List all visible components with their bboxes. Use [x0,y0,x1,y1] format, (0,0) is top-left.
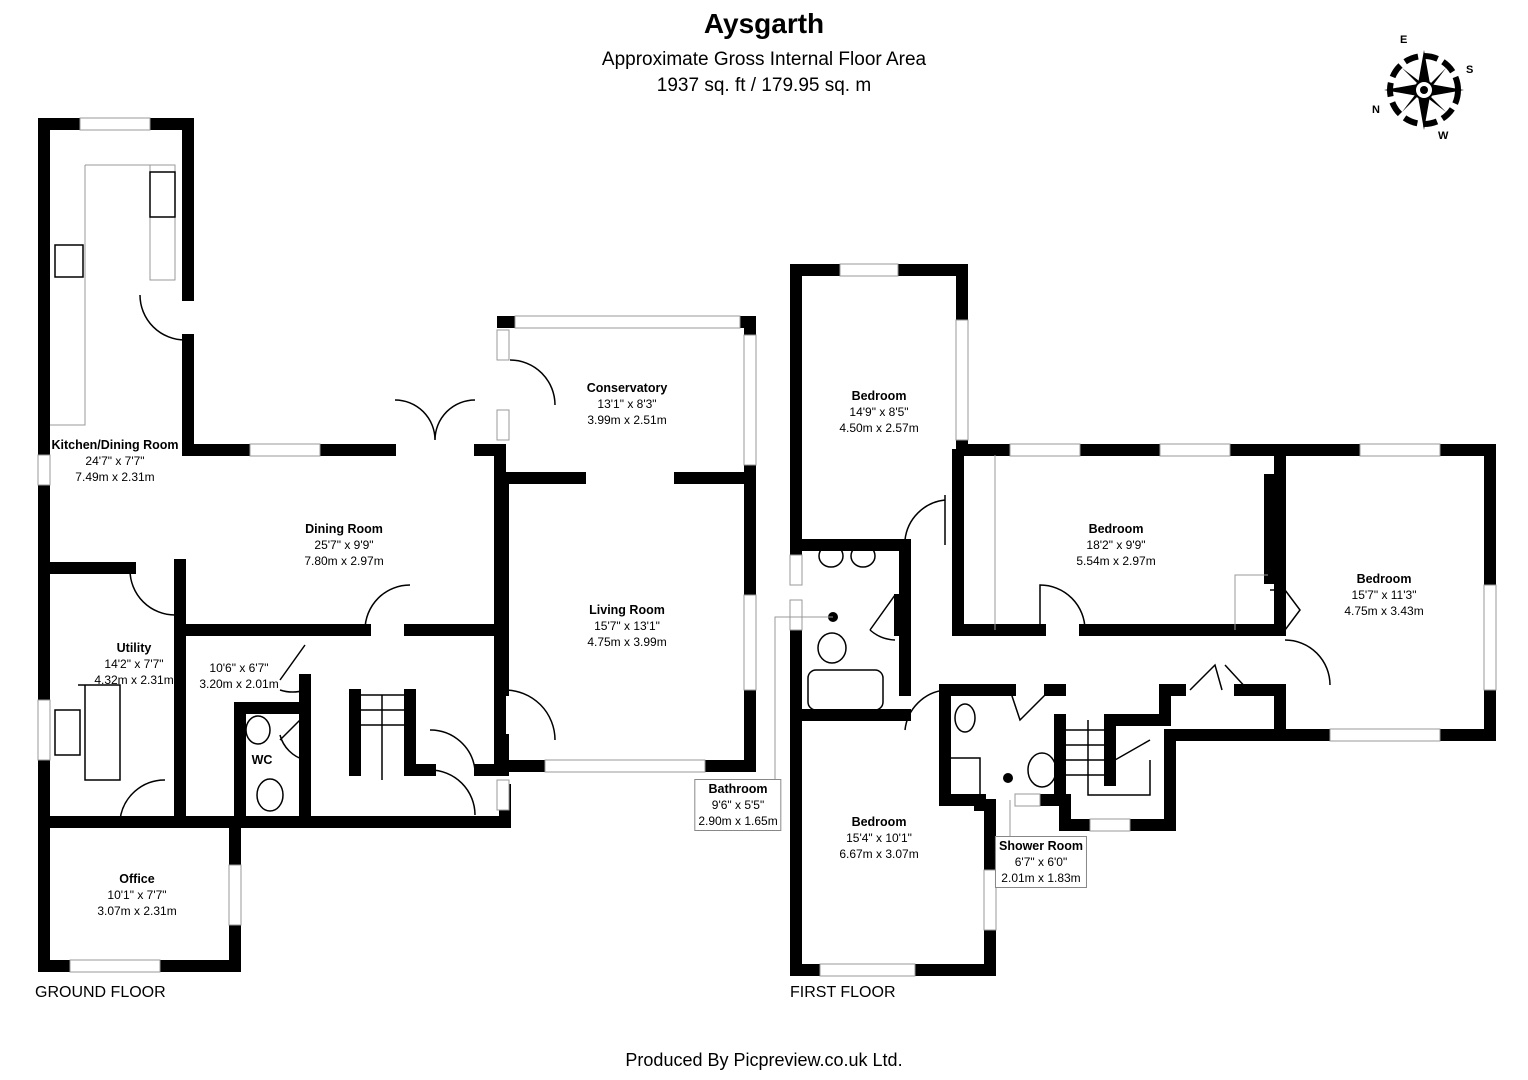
ground-floor-windows [37,117,757,973]
ground-floor-walls [38,118,756,972]
compass-rose-icon [1384,50,1464,130]
first-floor-walls [790,264,1496,976]
bath-icon [807,669,884,711]
toilet-icon [817,632,847,664]
compass-n: N [1372,104,1380,116]
basin-icon [818,544,844,568]
hob-icon [54,244,84,278]
basin-icon [850,544,876,568]
room-label-wc: WC [251,753,273,767]
kitchen-sink-icon [149,171,176,218]
basin-icon [954,703,976,733]
first-floor-label: FIRST FLOOR [790,984,896,1001]
first-floor-windows [789,263,1497,977]
toilet-icon [1027,752,1057,788]
floor-area: 1937 sq. ft / 179.95 sq. m [656,75,872,96]
shower-tray-icon [947,757,981,797]
toilet-icon [256,778,284,812]
compass-w: W [1438,130,1449,142]
room-label-hall: 10'6" x 6'7"3.20m x 2.01m [199,661,279,691]
ground-floor-fixtures [50,164,556,821]
wc-basin-icon [245,715,271,745]
plan-subtitle: Approximate Gross Internal Floor Area [601,49,927,70]
first-floor-fixtures [774,455,1331,845]
compass-e: E [1400,34,1408,46]
utility-sink-icon [54,709,81,756]
compass-s: S [1466,64,1474,76]
ground-floor-label: GROUND FLOOR [35,984,166,1001]
credit-text: Produced By Picpreview.co.uk Ltd. [625,1050,903,1070]
plan-title: Aysgarth [703,8,825,39]
